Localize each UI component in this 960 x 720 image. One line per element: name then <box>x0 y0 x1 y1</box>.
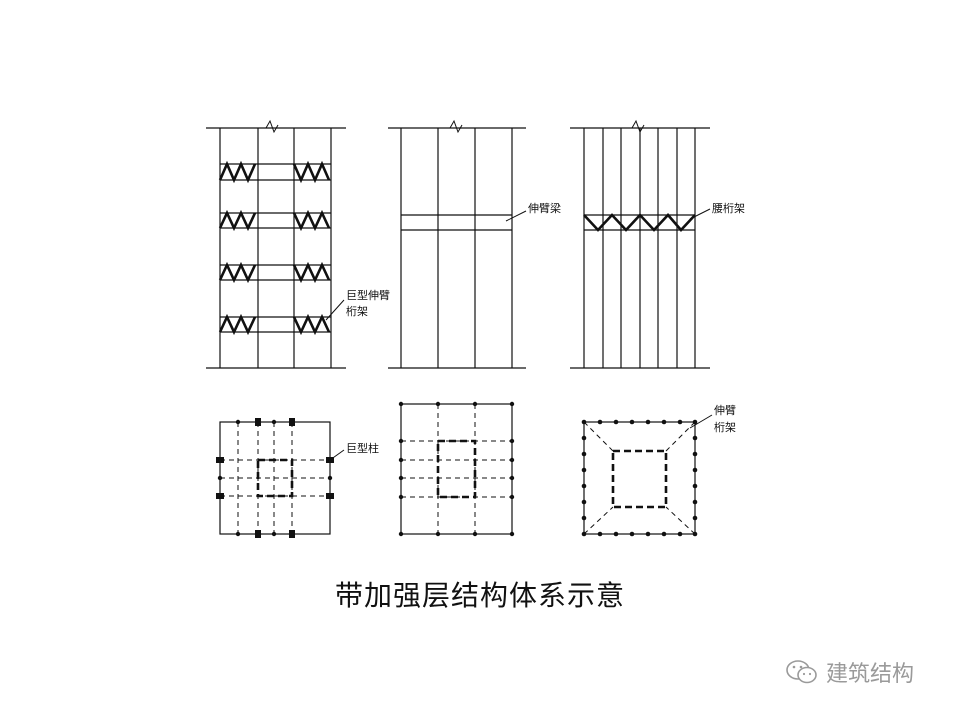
wechat-icon <box>786 660 817 684</box>
plan-outrigger-beam <box>400 403 513 535</box>
plan-mega-column <box>219 421 331 535</box>
diagram-title: 带加强层结构体系示意 <box>334 579 625 612</box>
belt-truss <box>583 213 696 232</box>
label-outrigger-truss-2: 桁架 <box>714 420 736 434</box>
elevation-belt-truss <box>570 119 710 369</box>
leader-mega-outrigger <box>325 299 345 321</box>
label-mega-outrigger-1: 巨型伸臂 <box>346 288 390 302</box>
elevation-mega-outrigger <box>206 119 346 369</box>
label-mega-column: 巨型柱 <box>346 441 379 455</box>
label-outrigger-truss-1: 伸臂 <box>714 404 736 417</box>
watermark-text: 建筑结构 <box>826 662 915 687</box>
plan-outrigger-truss <box>583 421 696 535</box>
leader-belt-truss <box>689 208 711 220</box>
leader-mega-column <box>329 449 345 461</box>
watermark: 建筑结构 <box>786 656 914 688</box>
mega-columns <box>216 418 334 538</box>
plan-2-columns <box>398 401 515 537</box>
elevation-outrigger-beam <box>388 119 526 369</box>
mega-outrigger-trusses <box>218 160 331 336</box>
label-mega-outrigger-2: 桁架 <box>346 304 368 318</box>
plan-3-columns <box>581 419 698 537</box>
label-outrigger-beam: 伸臂梁 <box>528 201 561 215</box>
leader-outrigger-beam <box>505 210 527 222</box>
leader-outrigger-truss <box>689 414 713 429</box>
label-belt-truss: 腰桁架 <box>712 201 745 215</box>
